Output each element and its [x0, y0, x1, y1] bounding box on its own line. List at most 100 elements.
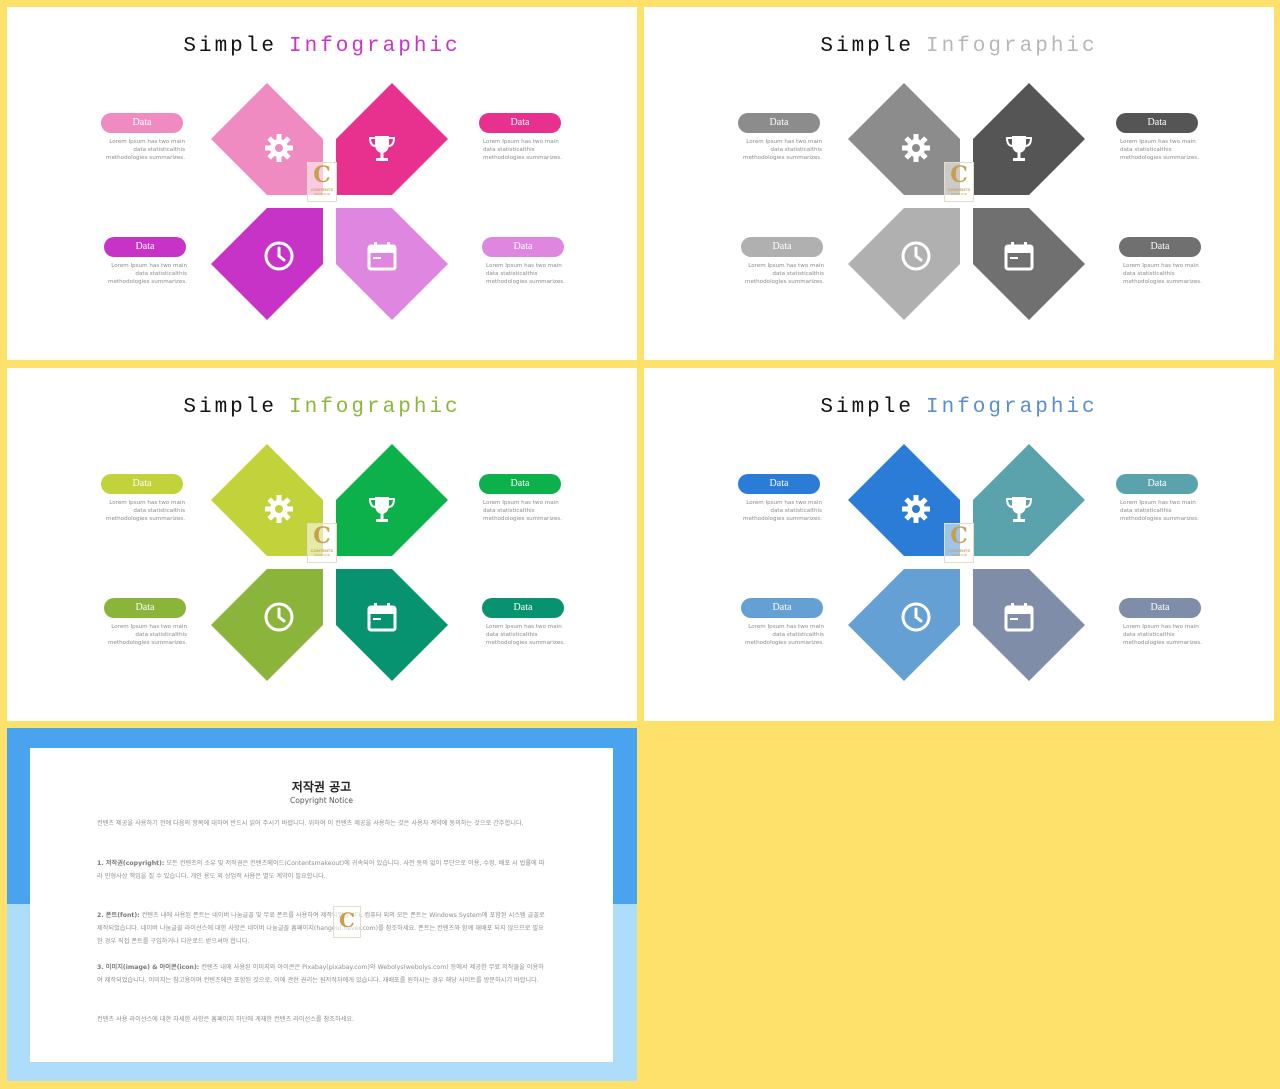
watermark-text: MADE FOR	[951, 553, 967, 557]
copyright-p3-body: 컨텐츠 내에 사용된 이미지와 아이콘은 Pixabay(pixabay.com…	[97, 964, 544, 984]
petal-tile	[211, 569, 323, 681]
slide-title-word1: Simple	[820, 35, 914, 58]
description-line: Lorem Ipsum has two main	[109, 500, 185, 506]
petal-tile	[211, 444, 323, 556]
copyright-subtitle: Copyright Notice	[290, 796, 353, 805]
description-line: Lorem Ipsum has two main	[1120, 139, 1196, 145]
petal-tile	[336, 569, 448, 681]
petal-tile	[848, 444, 960, 556]
watermark-text: C	[950, 162, 968, 188]
description-line: data statisticalthis	[1120, 147, 1172, 153]
description-line: data statisticalthis	[1123, 271, 1175, 277]
description-line: Lorem Ipsum has two main	[486, 263, 562, 269]
clock-icon	[262, 600, 296, 634]
slide-title-word2: Infographic	[926, 35, 1098, 58]
copyright-slide: 저작권 공고 Copyright Notice 컨텐츠 제공을 사용하기 전에 …	[7, 728, 637, 1081]
watermark-text: MADE FOR	[314, 553, 330, 557]
description-line: data statisticalthis	[135, 632, 187, 638]
calendar-icon	[1002, 600, 1036, 634]
data-pill: Data	[1119, 237, 1201, 257]
description-line: methodologies summarizes.	[486, 640, 565, 646]
slide-title: Simple Infographic	[7, 35, 637, 58]
description-line: methodologies summarizes.	[745, 640, 824, 646]
copyright-p1: 1. 저작권(copyright): 모든 컨텐츠의 소유 및 저작권은 컨텐츠…	[97, 858, 549, 884]
slide-title: Simple Infographic	[644, 35, 1274, 58]
copyright-p2-head: 2. 폰트(font):	[97, 912, 140, 919]
description-line: Lorem Ipsum has two main	[486, 624, 562, 630]
watermark-text: CONTENTS	[948, 187, 970, 192]
slide-title-word2: Infographic	[289, 35, 461, 58]
petal-tile	[336, 83, 448, 195]
trophy-icon	[1002, 131, 1036, 165]
description-line: methodologies summarizes.	[1120, 516, 1199, 522]
copyright-p2-body: 컨텐츠 내에 사용된 폰트는 네이버 나눔글꼴 및 무료 폰트를 사용하여 제작…	[97, 912, 545, 945]
description-line: methodologies summarizes.	[483, 516, 562, 522]
copyright-p3: 3. 이미지(image) & 아이콘(icon): 컨텐츠 내에 사용된 이미…	[97, 962, 549, 988]
description-line: methodologies summarizes.	[483, 155, 562, 161]
description-line: Lorem Ipsum has two main	[111, 263, 187, 269]
description-line: data statisticalthis	[1120, 508, 1172, 514]
description-line: methodologies summarizes.	[1123, 279, 1202, 285]
description-line: data statisticalthis	[772, 271, 824, 277]
watermark-text: CONTENTS	[311, 548, 333, 553]
description-line: Lorem Ipsum has two main	[1120, 500, 1196, 506]
data-description: Lorem Ipsum has two main data statistical…	[101, 262, 187, 286]
trophy-icon	[365, 131, 399, 165]
gear-icon	[899, 492, 933, 526]
description-line: data statisticalthis	[770, 508, 822, 514]
slide-title-word2: Infographic	[926, 396, 1098, 419]
petal-tile	[973, 208, 1085, 320]
description-line: Lorem Ipsum has two main	[111, 624, 187, 630]
description-line: methodologies summarizes.	[743, 516, 822, 522]
copyright-intro: 컨텐츠 제공을 사용하기 전에 다음의 항목에 대하여 반드시 읽어 주시기 바…	[97, 820, 524, 827]
clock-icon	[262, 239, 296, 273]
data-pill: Data	[1116, 113, 1198, 133]
description-line: Lorem Ipsum has two main	[1123, 263, 1199, 269]
data-pill: Data	[479, 474, 561, 494]
description-line: methodologies summarizes.	[106, 516, 185, 522]
copyright-title: 저작권 공고	[291, 780, 352, 794]
calendar-icon	[365, 600, 399, 634]
watermark-logo: C	[333, 906, 361, 938]
petal-tile	[336, 444, 448, 556]
description-line: data statisticalthis	[135, 271, 187, 277]
gear-icon	[262, 492, 296, 526]
description-line: methodologies summarizes.	[743, 155, 822, 161]
copyright-p1-head: 1. 저작권(copyright):	[97, 860, 165, 867]
trophy-icon	[365, 492, 399, 526]
description-line: Lorem Ipsum has two main	[748, 263, 824, 269]
petal-tile	[973, 569, 1085, 681]
slide-title-word1: Simple	[183, 396, 277, 419]
gear-icon	[262, 131, 296, 165]
slide-title-word1: Simple	[183, 35, 277, 58]
watermark-text: CONTENTS	[948, 548, 970, 553]
description-line: data statisticalthis	[483, 508, 535, 514]
clock-icon	[899, 239, 933, 273]
petal-tile	[973, 83, 1085, 195]
description-line: methodologies summarizes.	[108, 279, 187, 285]
data-pill: Data	[1119, 598, 1201, 618]
petal-tile	[848, 569, 960, 681]
data-pill: Data	[738, 113, 820, 133]
data-pill: Data	[104, 237, 186, 257]
copyright-p1-body: 모든 컨텐츠의 소유 및 저작권은 컨텐츠메이드(Contentsmakeout…	[97, 860, 545, 880]
description-line: Lorem Ipsum has two main	[746, 139, 822, 145]
data-description: Lorem Ipsum has two main data statistical…	[1120, 138, 1206, 162]
slide-title-word1: Simple	[820, 396, 914, 419]
description-line: Lorem Ipsum has two main	[1123, 624, 1199, 630]
petal-tile	[848, 208, 960, 320]
